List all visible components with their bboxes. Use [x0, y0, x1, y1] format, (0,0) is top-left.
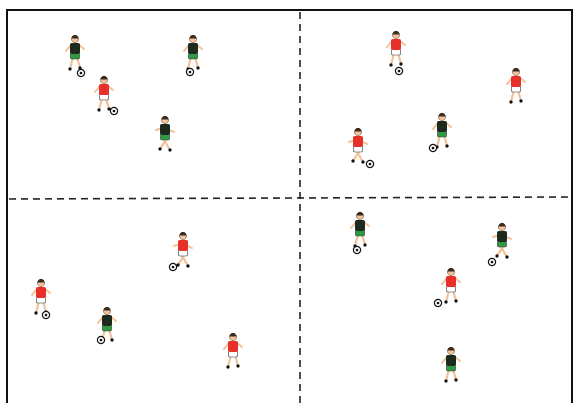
soccer-ball-icon: [97, 336, 104, 343]
soccer-ball-icon: [110, 107, 117, 114]
soccer-ball-icon: [395, 67, 402, 74]
soccer-ball-icon: [42, 311, 49, 318]
soccer-ball-icon: [77, 69, 84, 76]
soccer-ball-icon: [434, 299, 441, 306]
soccer-ball-icon: [429, 144, 436, 151]
soccer-ball-icon: [488, 258, 495, 265]
soccer-ball-icon: [366, 160, 373, 167]
soccer-ball-icon: [186, 68, 193, 75]
soccer-ball-icon: [169, 263, 176, 270]
soccer-ball-icon: [353, 246, 360, 253]
